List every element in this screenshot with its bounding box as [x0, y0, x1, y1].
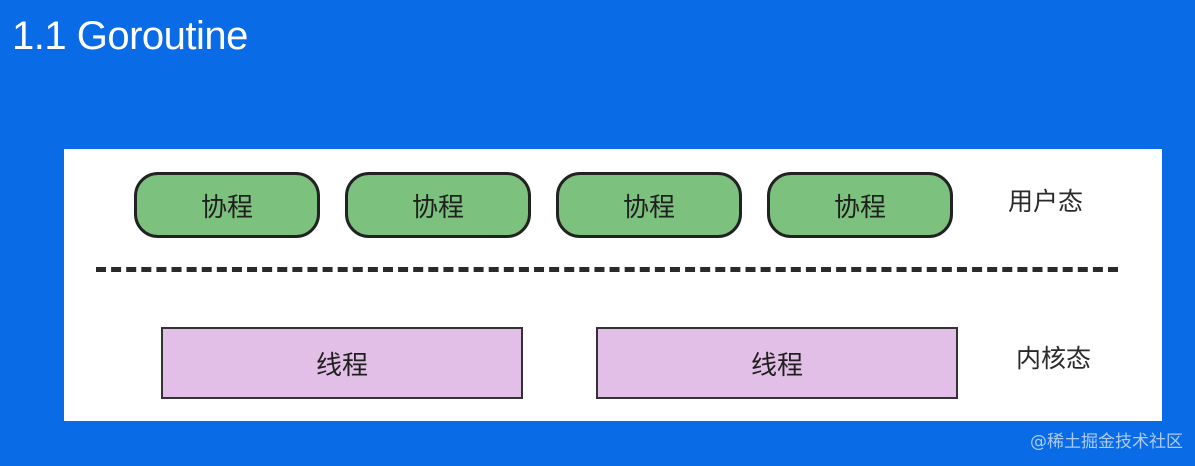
- slide-title: 1.1 Goroutine: [12, 14, 248, 58]
- watermark: @稀土掘金技术社区: [1030, 432, 1183, 452]
- user-mode-label: 用户态: [1008, 187, 1084, 216]
- coroutine-box: 协程: [767, 172, 953, 238]
- thread-box: 线程: [596, 327, 958, 399]
- coroutine-box: 协程: [556, 172, 742, 238]
- coroutine-box: 协程: [345, 172, 531, 238]
- thread-box: 线程: [161, 327, 523, 399]
- kernel-mode-label: 内核态: [1016, 344, 1092, 373]
- user-kernel-divider: [96, 267, 1118, 272]
- diagram-panel: 协程 协程 协程 协程 用户态 线程 线程 内核态: [64, 149, 1162, 421]
- coroutine-box: 协程: [134, 172, 320, 238]
